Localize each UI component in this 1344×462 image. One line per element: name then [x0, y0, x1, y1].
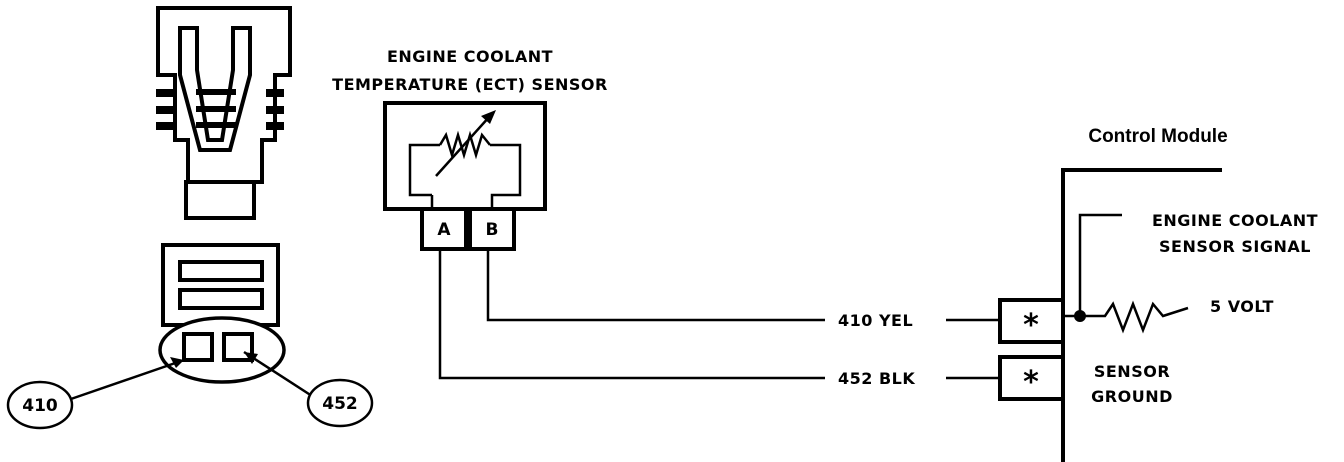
- terminal-cavity-410: [182, 332, 214, 362]
- signal-tap-line: [1078, 213, 1122, 316]
- sensor-pin-a-label: A: [437, 220, 451, 240]
- wire-410-yel: [486, 249, 825, 322]
- sensor-pin-b-box: [468, 207, 516, 251]
- sensor-pin-a-box: [420, 207, 468, 251]
- module-terminal-signal-marker: *: [1023, 308, 1039, 343]
- pullup-resistor-icon: [1063, 300, 1189, 334]
- wires: 410 YEL 452 BLK: [438, 249, 1000, 388]
- signal-label-line2: SENSOR SIGNAL: [1159, 237, 1311, 256]
- module-terminal-ground: [998, 355, 1065, 401]
- signal-label-line1: ENGINE COOLANT: [1152, 211, 1318, 230]
- terminal-cavity-452: [222, 332, 254, 362]
- thermistor-arrow: [435, 115, 491, 177]
- callout-arrow-410: [170, 357, 184, 368]
- module-terminal-ground-marker: *: [1023, 365, 1039, 400]
- callout-label-452: 452: [322, 394, 358, 414]
- wire-label-452-blk: 452 BLK: [838, 369, 915, 388]
- wire-452-blk: [438, 249, 825, 380]
- ground-label-line1: SENSOR: [1094, 362, 1170, 381]
- module-terminal-signal: [998, 298, 1065, 344]
- connector-top-slot: [178, 26, 252, 152]
- connector-top-body: [156, 6, 292, 184]
- connector-stem: [184, 180, 256, 220]
- thermistor-icon: [438, 130, 491, 160]
- callout-bubble-410: [6, 380, 74, 430]
- voltage-label: 5 VOLT: [1210, 297, 1274, 316]
- sensor-title-line2: TEMPERATURE (ECT) SENSOR: [332, 75, 608, 94]
- callout-leader-452: [243, 350, 313, 398]
- sensor-pin-b-label: B: [486, 220, 499, 240]
- control-module: Control Module * * ENGINE COOLANT SENSOR…: [998, 126, 1318, 462]
- thermistor-arrowhead: [481, 110, 496, 124]
- control-module-title: Control Module: [1088, 126, 1227, 147]
- callout-bubble-452: [306, 378, 374, 428]
- wire-label-410-yel: 410 YEL: [838, 311, 913, 330]
- connector-bottom-body: [161, 243, 280, 327]
- sensor-title-line1: ENGINE COOLANT: [387, 47, 553, 66]
- sensor-internal-circuit: [408, 143, 522, 208]
- callout-leader-410: [67, 358, 185, 402]
- connector-bottom-slot-2: [178, 288, 264, 310]
- callout-arrow-452: [244, 352, 258, 364]
- ground-label-line2: GROUND: [1091, 387, 1173, 406]
- connector-illustration: 410 452: [6, 6, 374, 430]
- ect-sensor: ENGINE COOLANT TEMPERATURE (ECT) SENSOR …: [332, 47, 608, 251]
- connector-bottom-slot-1: [178, 260, 264, 282]
- callout-label-410: 410: [22, 396, 58, 416]
- connector-ribs: [156, 89, 284, 130]
